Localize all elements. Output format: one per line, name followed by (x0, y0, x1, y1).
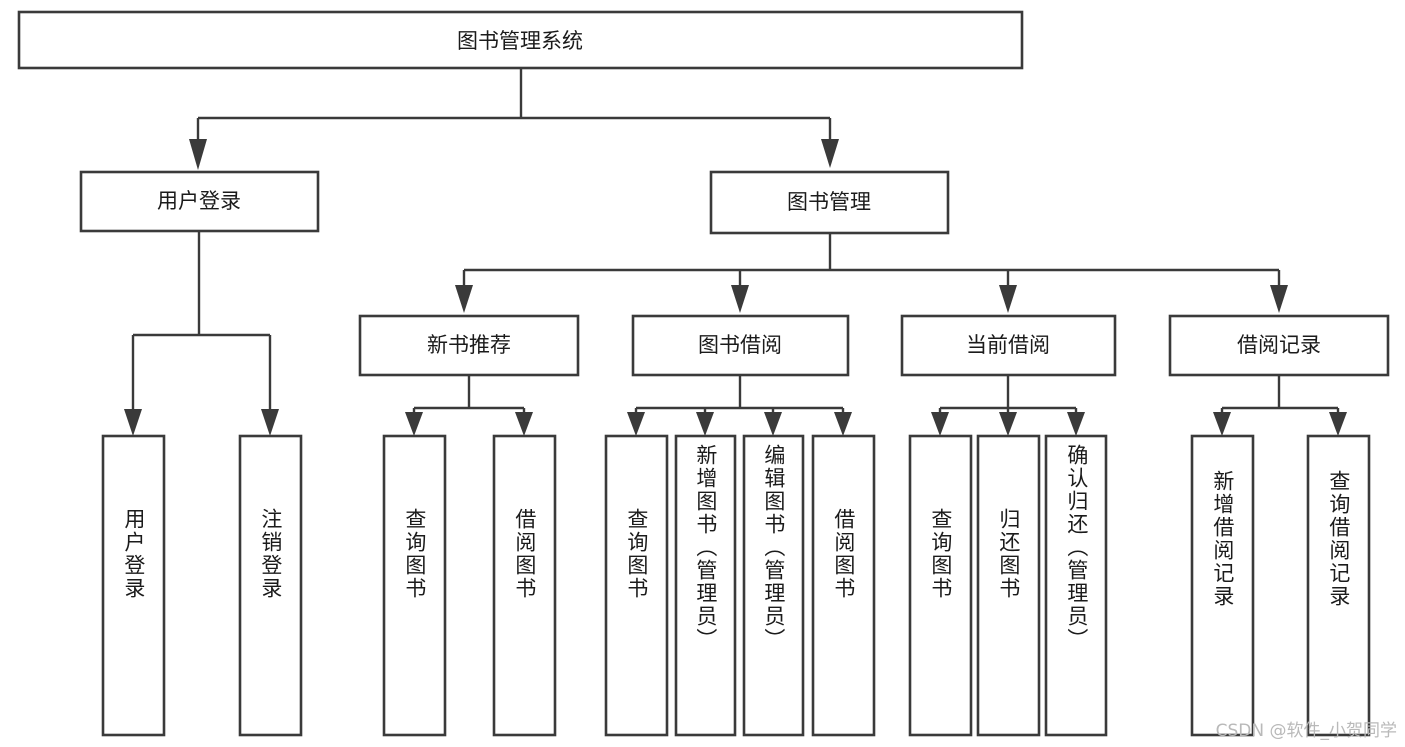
connector-currentborrow-to-leaves (931, 375, 1085, 436)
node-user-login-label: 用户登录 (157, 189, 241, 213)
leaf-box-confirm-return[interactable] (1044, 434, 1108, 737)
connector-userlogin-to-leaves (124, 231, 279, 436)
leaf-box-query-book-1[interactable] (382, 434, 447, 737)
node-borrow-record[interactable]: 借阅记录 (1168, 314, 1390, 377)
leaf-box-query-borrow-record[interactable] (1306, 434, 1371, 737)
leaf-box-query-book-3[interactable] (908, 434, 973, 737)
leaf-box-user-login[interactable] (101, 434, 166, 737)
node-book-borrow[interactable]: 图书借阅 (631, 314, 850, 377)
node-user-login[interactable]: 用户登录 (79, 170, 320, 233)
leaf-box-borrow-book-2[interactable] (811, 434, 876, 737)
leaf-box-logout-login[interactable] (238, 434, 303, 737)
leaf-box-query-book-2[interactable] (604, 434, 669, 737)
node-book-manage[interactable]: 图书管理 (709, 170, 950, 235)
node-borrow-record-label: 借阅记录 (1237, 333, 1321, 357)
node-new-book-recommend-label: 新书推荐 (427, 333, 511, 357)
node-book-manage-label: 图书管理 (787, 190, 871, 214)
connector-newbook-to-leaves (405, 375, 533, 436)
node-current-borrow-label: 当前借阅 (966, 333, 1050, 357)
leaf-box-return-book[interactable] (976, 434, 1041, 737)
connector-root-to-level2 (189, 68, 839, 170)
csdn-watermark: CSDN @软件_小贺同学 (1215, 721, 1397, 741)
node-root-label: 图书管理系统 (457, 29, 583, 53)
node-root-book-management-system[interactable]: 图书管理系统 (17, 10, 1024, 70)
leaf-box-add-borrow-record[interactable] (1190, 434, 1255, 737)
leaf-box-add-book[interactable] (674, 434, 737, 737)
leaf-box-edit-book[interactable] (742, 434, 805, 737)
node-book-borrow-label: 图书借阅 (698, 333, 782, 357)
leaf-box-borrow-book-1[interactable] (492, 434, 557, 737)
connector-borrowrecord-to-leaves (1213, 375, 1347, 436)
node-current-borrow[interactable]: 当前借阅 (900, 314, 1117, 377)
node-new-book-recommend[interactable]: 新书推荐 (358, 314, 580, 377)
connector-bookmanage-to-level3 (455, 233, 1288, 313)
connector-bookborrow-to-leaves (627, 375, 852, 436)
